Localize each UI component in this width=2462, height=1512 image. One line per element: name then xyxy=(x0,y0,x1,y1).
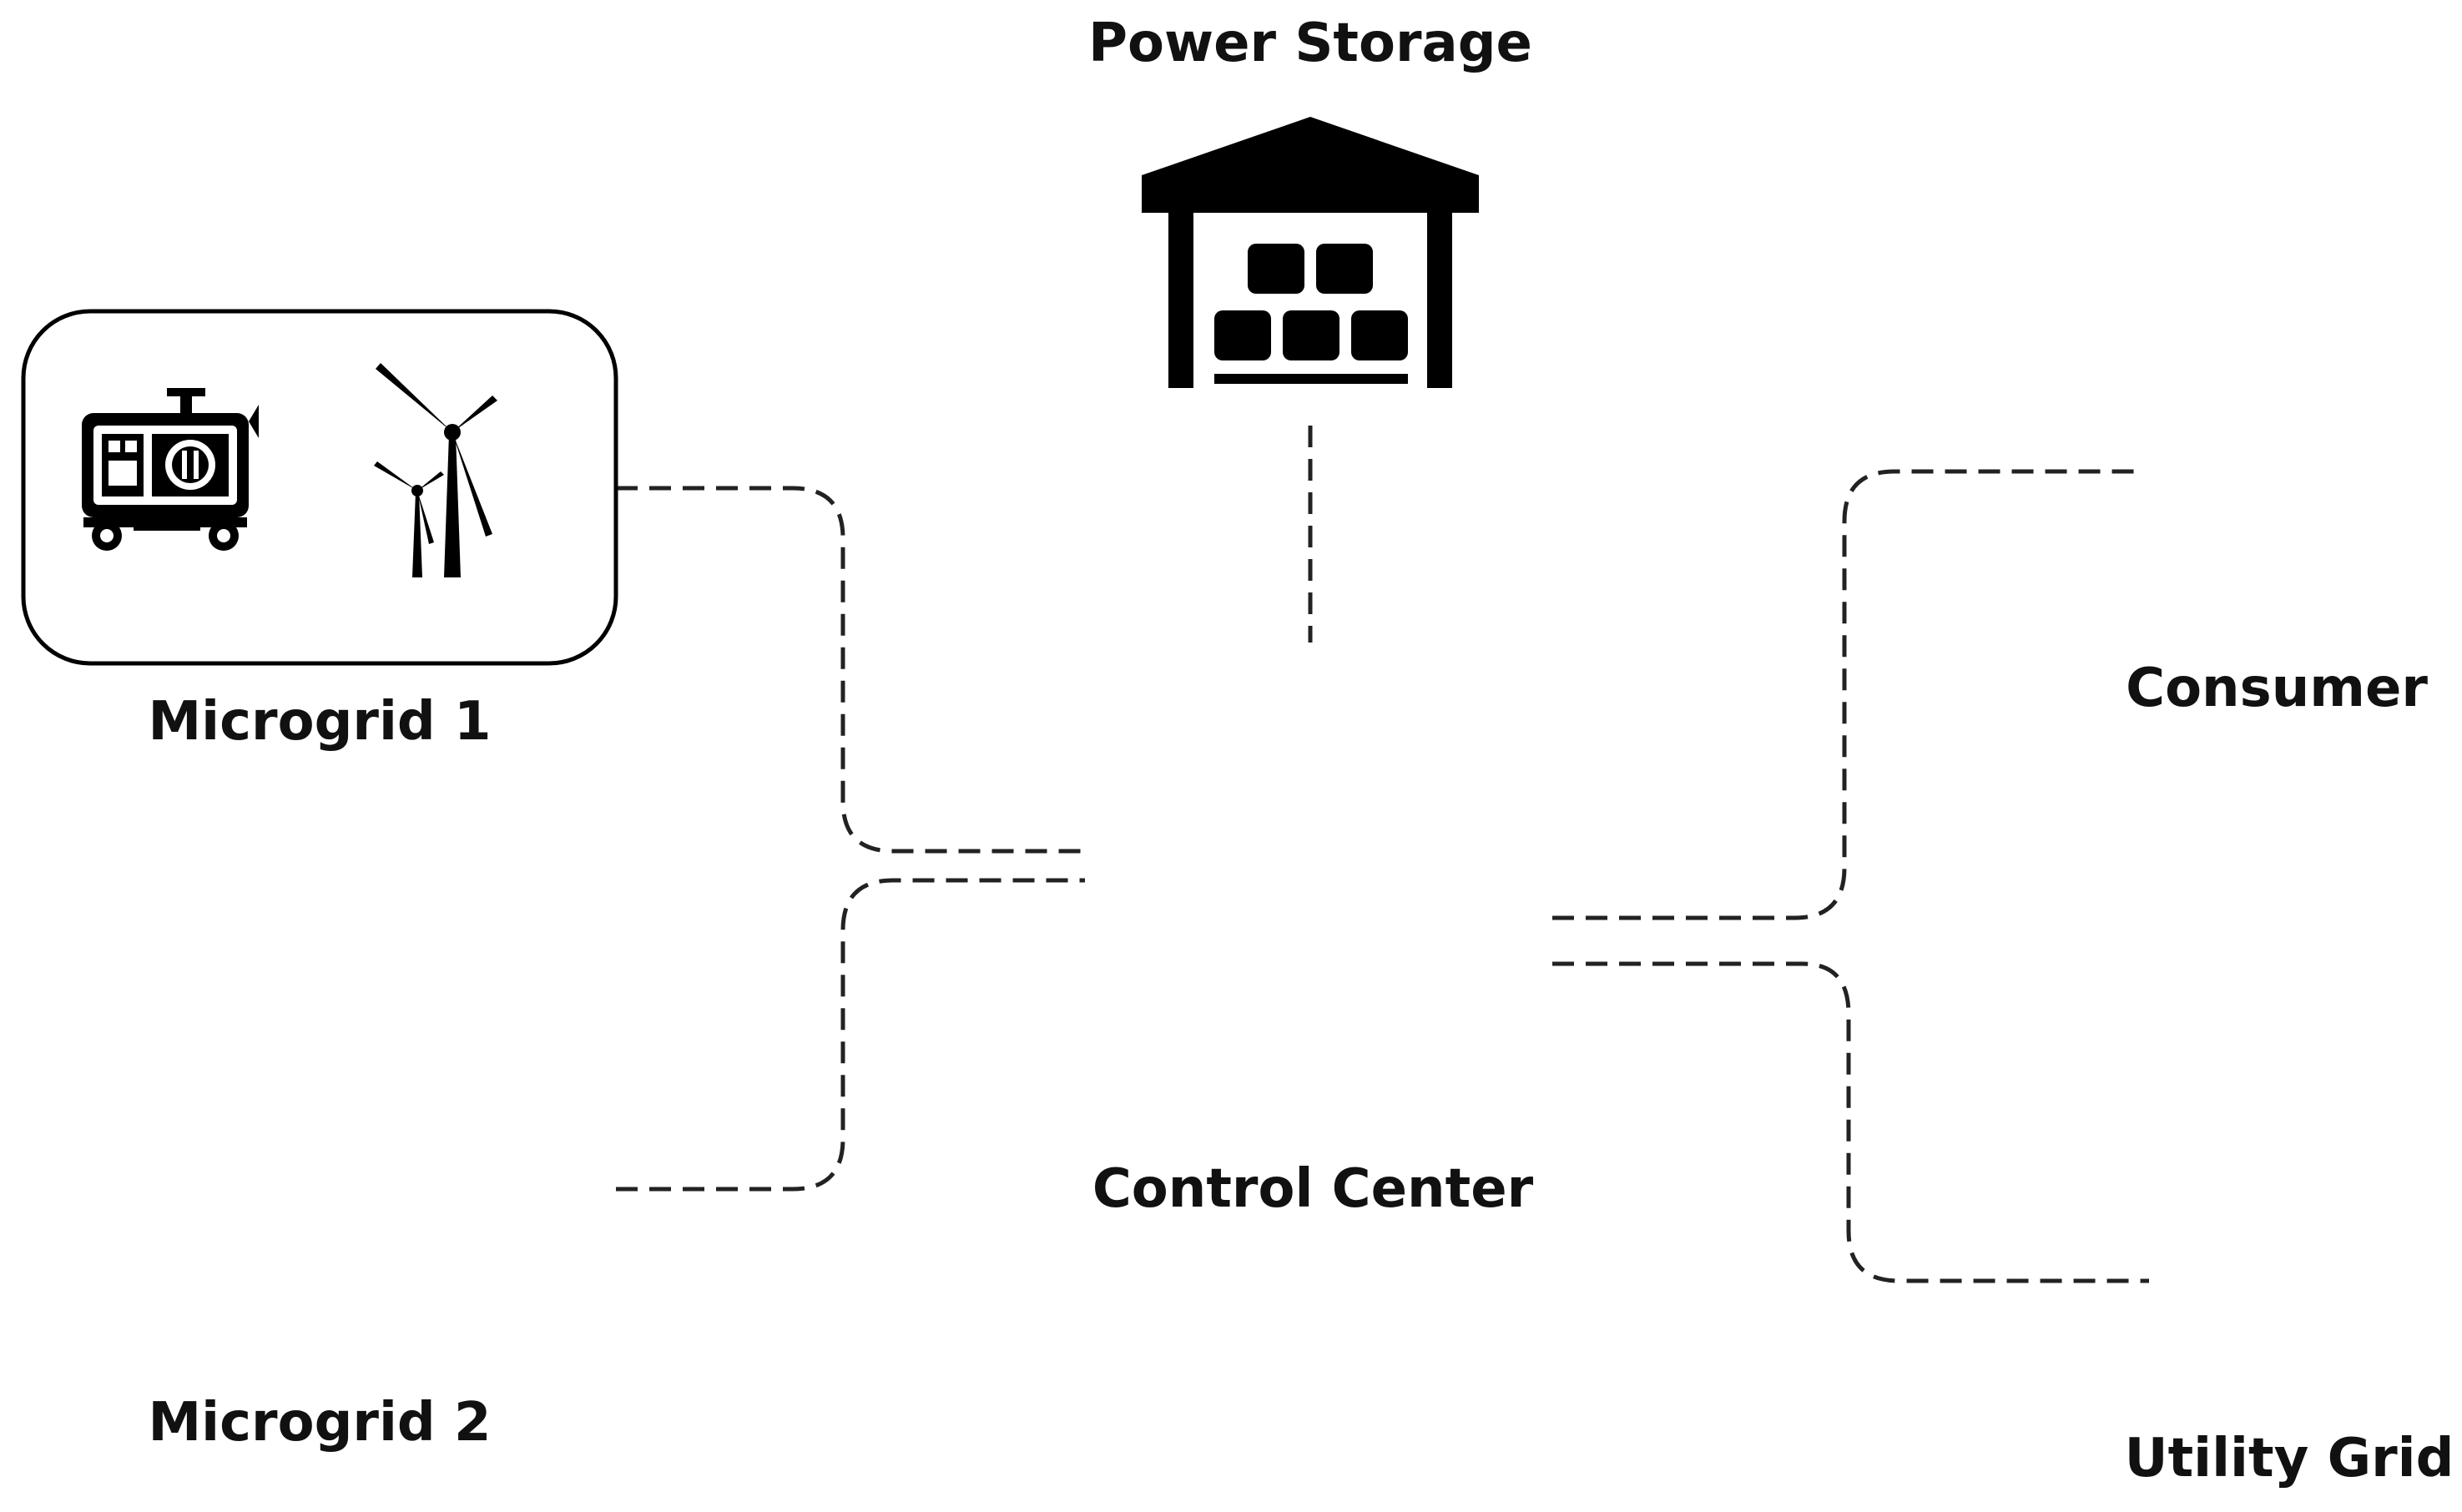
consumer-label: Consumer xyxy=(2126,658,2428,719)
generator-icon xyxy=(82,388,259,551)
connector-microgrid1-control xyxy=(616,486,1085,854)
microgrid-2-label: Microgrid 2 xyxy=(148,1392,492,1454)
connector-microgrid2-control xyxy=(616,878,1085,1192)
wind-turbine-icon xyxy=(374,363,497,577)
control-center-label: Control Center xyxy=(1092,1158,1534,1220)
microgrid-1-label: Microgrid 1 xyxy=(148,691,492,753)
connectors xyxy=(616,426,2149,1283)
connector-control-consumer xyxy=(1552,469,2137,920)
microgrid-1-box xyxy=(21,309,618,666)
warehouse-icon xyxy=(1142,117,1479,388)
power-storage-label: Power Storage xyxy=(1088,13,1532,74)
utility-grid-label: Utility Grid xyxy=(2124,1428,2454,1489)
connector-control-utility xyxy=(1552,961,2149,1283)
